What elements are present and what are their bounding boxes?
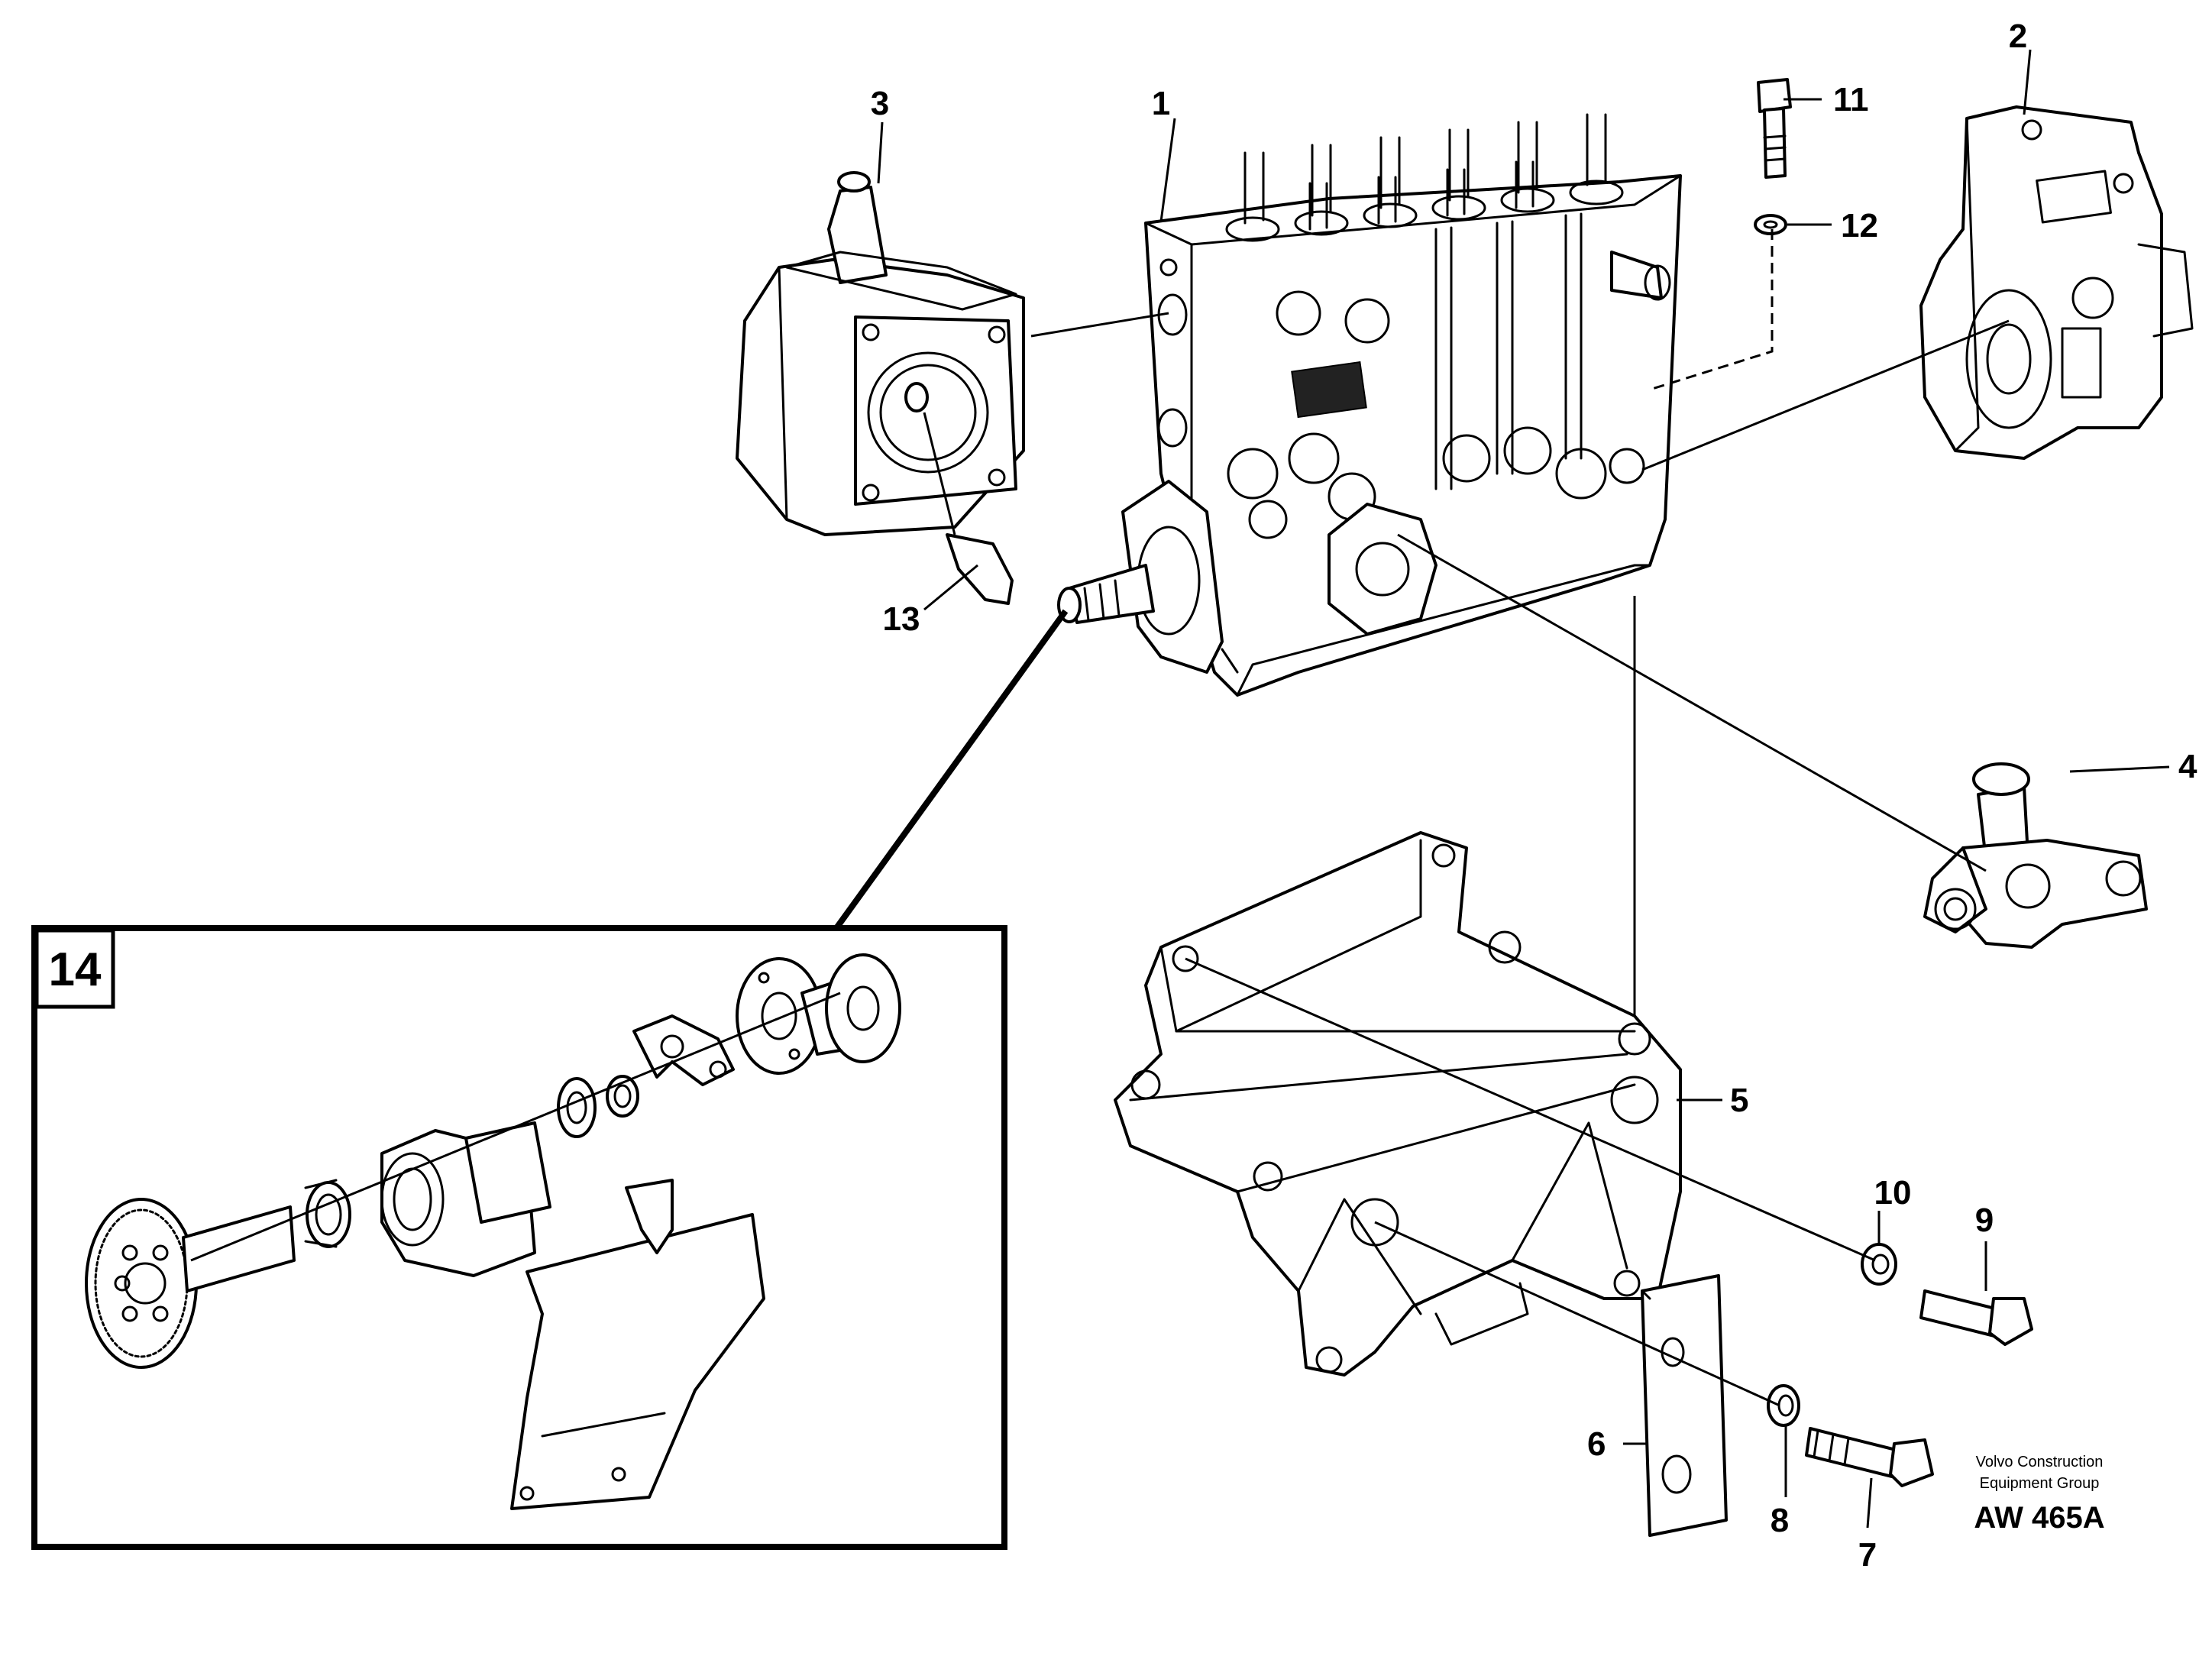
fastener-8-washer xyxy=(1767,1384,1800,1427)
injection-pump-body xyxy=(1057,113,1682,697)
publisher-block: Volvo Construction Equipment Group AW 46… xyxy=(1974,1454,2104,1535)
detail-box-label: 14 xyxy=(49,943,102,996)
callout-6: 6 xyxy=(1587,1425,1606,1463)
callout-labels: 1 2 3 4 5 6 7 8 9 10 11 12 13 xyxy=(871,18,2197,1574)
fastener-9-bolt xyxy=(1919,1289,2033,1346)
governor-housing xyxy=(1919,105,2194,460)
assembly-lines xyxy=(833,229,2010,1407)
callout-2: 2 xyxy=(2009,18,2027,55)
detail-box-14: 14 xyxy=(31,925,1007,1550)
callout-5: 5 xyxy=(1730,1082,1748,1119)
fastener-7-bolt xyxy=(1805,1427,1934,1487)
callout-3: 3 xyxy=(871,85,889,122)
fastener-10-washer xyxy=(1861,1243,1897,1286)
support-plate xyxy=(1641,1274,1728,1537)
detail-guard-plate xyxy=(510,1179,765,1510)
drawing-code: AW 465A xyxy=(1974,1501,2104,1535)
fastener-13-o-ring xyxy=(946,533,1014,605)
feed-pump xyxy=(1923,762,2148,949)
detail-hub xyxy=(380,1121,551,1277)
fastener-12-washer xyxy=(1754,214,1787,235)
publisher-line-2: Equipment Group xyxy=(1980,1475,2100,1492)
detail-flange-disc xyxy=(736,953,901,1075)
callout-9: 9 xyxy=(1975,1202,1994,1239)
publisher-line-1: Volvo Construction xyxy=(1976,1454,2104,1470)
callout-13: 13 xyxy=(883,600,920,638)
callout-7: 7 xyxy=(1858,1536,1877,1574)
callout-12: 12 xyxy=(1841,207,1878,244)
fastener-11-bolt xyxy=(1757,78,1792,179)
callout-leaders xyxy=(877,49,2170,1529)
callout-8: 8 xyxy=(1771,1502,1789,1539)
drive-gear xyxy=(85,1198,296,1369)
callout-4: 4 xyxy=(2178,748,2197,785)
callout-11: 11 xyxy=(1833,81,1869,118)
pump-bracket xyxy=(1114,831,1682,1377)
callout-10: 10 xyxy=(1874,1174,1912,1212)
callout-1: 1 xyxy=(1152,85,1170,122)
drive-housing xyxy=(736,171,1025,536)
